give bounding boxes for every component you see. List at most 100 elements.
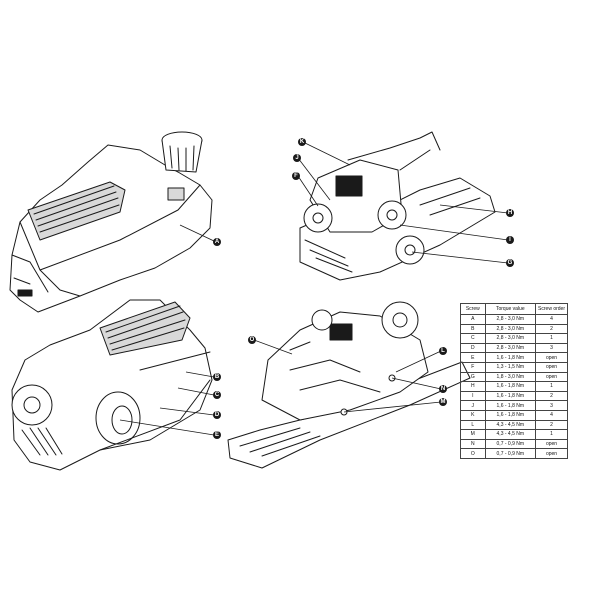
housing-side-panel: [19, 184, 201, 297]
dust-port-hub: [23, 396, 41, 414]
dust-port-ribs: [169, 145, 195, 172]
cell-order: open: [535, 361, 568, 373]
leader-b: [185, 371, 215, 378]
cell-screw: M: [460, 429, 486, 440]
leader-f: [297, 175, 319, 207]
header-order: Screw order: [535, 303, 568, 315]
cell-screw: G: [460, 371, 486, 383]
cell-torque: 1,3 - 1,5 Nm: [484, 361, 537, 373]
callout-d: D: [213, 411, 221, 419]
callout-a: A: [213, 238, 221, 246]
callout-l: L: [439, 347, 447, 355]
leader-c: [177, 387, 215, 396]
side-vent: [167, 187, 185, 201]
callout-b: B: [213, 373, 221, 381]
cell-torque: 1,6 - 1,8 Nm: [484, 381, 537, 392]
callout-k-label: K: [300, 139, 305, 145]
cell-order: 3: [535, 342, 568, 354]
cell-torque: 4,3 - 4,5 Nm: [484, 419, 537, 431]
front-base: [11, 254, 49, 293]
pulley-left-hub: [312, 212, 324, 224]
leader-a: [179, 224, 215, 242]
callout-c-label: C: [215, 392, 220, 398]
callout-b-label: B: [215, 374, 220, 380]
cell-order: 2: [535, 323, 568, 335]
motor-label: [335, 175, 363, 197]
header-torque: Torque value: [484, 303, 537, 315]
cell-torque: 2,8 - 3,0 Nm: [484, 314, 537, 325]
leader-e: [119, 419, 215, 436]
cell-screw: C: [460, 333, 486, 344]
leader-k: [304, 142, 351, 166]
leader-o: [253, 339, 293, 355]
callout-j: J: [293, 154, 301, 162]
tray-ribs: [304, 187, 481, 273]
dust-port-body: [161, 139, 203, 173]
cell-screw: O: [460, 448, 486, 459]
cell-screw: E: [460, 352, 486, 363]
housing-body-outline: [9, 144, 213, 313]
callout-o-label: O: [250, 337, 255, 343]
planer-housing-side-view: [11, 299, 213, 471]
base-slot: [17, 289, 33, 297]
cell-screw: A: [460, 314, 486, 325]
leader-j: [297, 157, 331, 201]
cell-order: 3: [535, 400, 568, 411]
baseplate-groove: [239, 427, 321, 457]
callout-m: M: [439, 398, 447, 406]
callout-k: K: [298, 138, 306, 146]
callout-i-label: I: [509, 237, 511, 243]
cell-order: 2: [535, 419, 568, 431]
leader-d: [159, 407, 215, 416]
callout-h-label: H: [508, 210, 512, 216]
cell-torque: 1,6 - 1,8 Nm: [484, 400, 537, 411]
cell-order: open: [535, 352, 568, 363]
callout-g-label: G: [508, 260, 513, 266]
torque-table-header: Screw Torque value Screw order: [460, 303, 568, 315]
cell-screw: F: [460, 361, 486, 373]
callout-e: E: [213, 431, 221, 439]
cell-torque: 0,7 - 0,9 Nm: [484, 448, 537, 459]
leader-g: [411, 251, 509, 264]
cell-torque: 2,8 - 3,0 Nm: [484, 342, 537, 354]
leader-i: [399, 224, 509, 241]
callout-h: H: [506, 209, 514, 217]
motor-assembly-baseplate: [227, 301, 471, 469]
cell-order: 2: [535, 390, 568, 402]
pulley-right-hub: [386, 209, 398, 221]
callout-e-label: E: [215, 432, 219, 438]
planer-housing-top-view: [9, 131, 213, 313]
cell-order: open: [535, 448, 568, 459]
cell-order: 4: [535, 314, 568, 325]
base-grille: [21, 427, 63, 456]
leader-h: [439, 204, 509, 214]
cell-order: open: [535, 438, 568, 450]
frame-top: [347, 131, 441, 171]
cell-screw: L: [460, 419, 486, 431]
grip-ribs: [33, 185, 120, 233]
callout-g: G: [506, 259, 514, 267]
cell-screw: I: [460, 390, 486, 402]
cell-screw: B: [460, 323, 486, 335]
grip-ribs: [105, 305, 186, 351]
cell-order: 1: [535, 429, 568, 440]
gear-wheel-hub: [404, 244, 416, 256]
base-plate: [99, 351, 211, 451]
callout-d-label: D: [215, 412, 220, 418]
leader-n: [391, 377, 442, 390]
callout-i: I: [506, 236, 514, 244]
fan-wheel-hub: [392, 312, 408, 328]
